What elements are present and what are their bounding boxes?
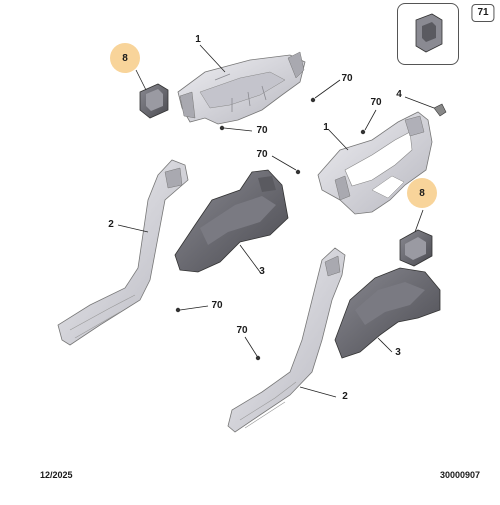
part-8-right-shape (399, 229, 433, 267)
part-70-label[interactable]: 70 (370, 97, 382, 108)
fastener-dot (175, 307, 181, 313)
part-1-label-lower[interactable]: 1 (323, 122, 329, 133)
part-8-badge-right[interactable]: 8 (407, 178, 437, 208)
part-70-label[interactable]: 70 (211, 300, 223, 311)
part-2-label-right[interactable]: 2 (342, 391, 348, 402)
part-70-label[interactable]: 70 (256, 149, 268, 160)
leader-line (299, 386, 337, 398)
part-1-lower-shape (317, 111, 433, 215)
part-3-left-shape (174, 169, 289, 273)
part-2-right-shape (227, 247, 346, 433)
fastener-dot (295, 169, 301, 175)
leader-line (117, 224, 149, 233)
part-number-label: 8 (122, 52, 128, 64)
part-70-label[interactable]: 70 (256, 125, 268, 136)
footer-code: 30000907 (439, 470, 480, 480)
part-3-label-right[interactable]: 3 (395, 347, 401, 358)
leader-line (239, 244, 261, 273)
part-8-badge-upper[interactable]: 8 (110, 43, 140, 73)
leader-line (244, 336, 258, 357)
part-4-shape (433, 103, 447, 117)
leader-line (414, 209, 424, 233)
leader-lines (117, 44, 435, 398)
part-2-label-left[interactable]: 2 (108, 219, 114, 230)
leader-line (271, 155, 297, 171)
leader-line (223, 127, 253, 132)
leader-line (377, 337, 393, 353)
part-number-label: 8 (419, 187, 425, 199)
part-8-upper-shape (139, 83, 169, 119)
leader-line (314, 79, 341, 99)
part-1-upper-shape (177, 51, 306, 125)
leader-line (364, 109, 377, 131)
leader-line (199, 44, 226, 73)
footer-date: 12/2025 (40, 470, 73, 480)
leader-line (135, 69, 147, 91)
part-70-label[interactable]: 70 (341, 73, 353, 84)
fasteners (175, 97, 366, 361)
leader-line (327, 128, 349, 151)
fastener-dot (219, 125, 225, 131)
part-3-right-shape (334, 267, 441, 359)
fastener-dot (255, 355, 261, 361)
fastener-dot (360, 129, 366, 135)
part-71-inset[interactable] (397, 3, 459, 65)
part-2-left-shape (57, 159, 189, 346)
leader-line (179, 305, 209, 311)
part-70-label[interactable]: 70 (236, 325, 248, 336)
part-1-label-upper[interactable]: 1 (195, 34, 201, 45)
part-4-label[interactable]: 4 (396, 89, 402, 100)
leader-line (404, 96, 435, 109)
fastener-dot (310, 97, 316, 103)
part-3-label-left[interactable]: 3 (259, 266, 265, 277)
grommet-icon (415, 13, 443, 53)
part-71-label[interactable]: 71 (471, 4, 495, 22)
